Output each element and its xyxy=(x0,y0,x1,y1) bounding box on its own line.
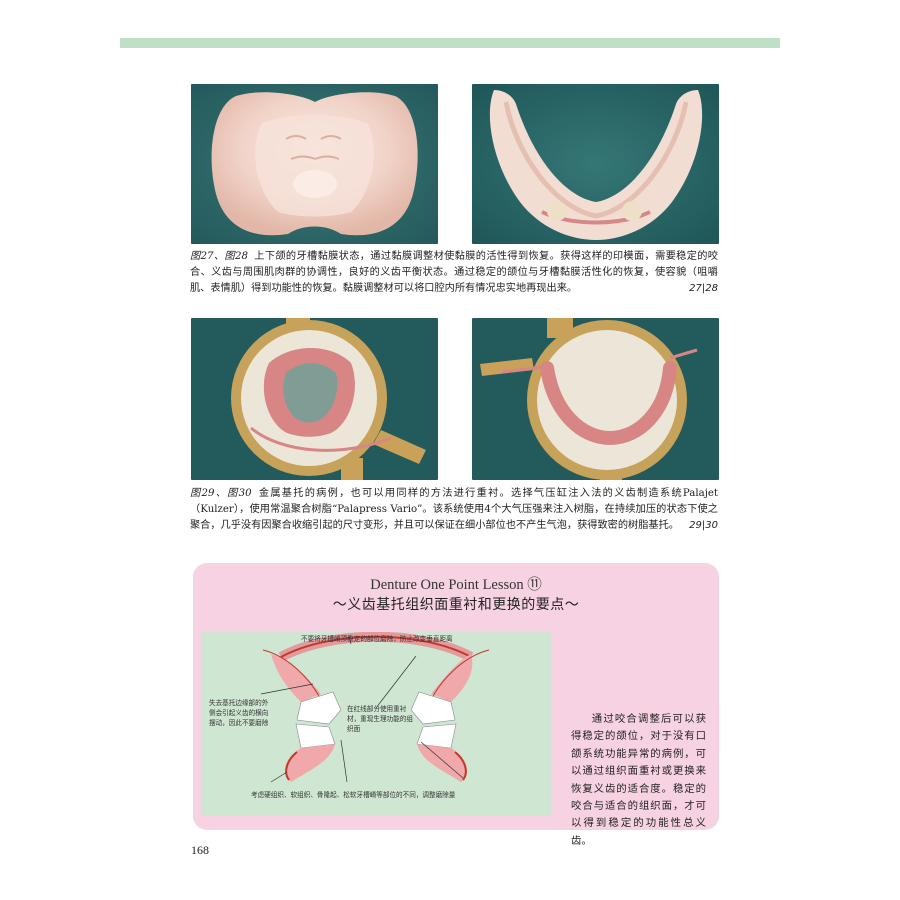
caption-label: 图29、图30 xyxy=(190,488,252,499)
figure-27-photo xyxy=(191,84,438,244)
diagram-label-center: 在红线部分使用重衬材，重现生理功能的组织面 xyxy=(347,705,413,733)
lesson-subtitle: ～义齿基托组织面重衬和更换的要点～ xyxy=(332,597,580,613)
diagram-label-left: 失去基托边缘部的外侧会引起义齿的横向摆动，因此不要磨除 xyxy=(209,699,269,727)
figure-28-photo xyxy=(472,84,719,244)
diagram-label-top: 不要将牙槽嵴顶稳定的部位磨除，防止改变垂直距离 xyxy=(301,635,453,643)
lower-denture-image xyxy=(472,84,719,244)
denture-cross-section-diagram: 不要将牙槽嵴顶稳定的部位磨除，防止改变垂直距离 失去基托边缘部的外侧会引起义齿的… xyxy=(201,632,551,816)
one-point-lesson-box: Denture One Point Lesson ⑪ ～义齿基托组织面重衬和更换… xyxy=(193,563,719,847)
page-number: 168 xyxy=(191,843,209,857)
lesson-title: Denture One Point Lesson ⑪ xyxy=(370,577,542,593)
figure-29-photo xyxy=(191,318,438,480)
flask-upper-image xyxy=(191,318,438,480)
figure-ref: 29|30 xyxy=(689,520,718,532)
caption-text: 金属基托的病例，也可以用同样的方法进行重衬。选择气压缸注入法的义齿制造系统Pal… xyxy=(190,488,718,532)
diagram-drawing xyxy=(260,632,490,783)
caption-label: 图27、图28 xyxy=(190,251,248,262)
caption-text: 上下颌的牙槽黏膜状态，通过黏膜调整材使黏膜的活性得到恢复。获得这样的印模面，需要… xyxy=(190,251,718,295)
diagram-label-bottom: 考虑硬组织、软组织、骨隆起、松软牙槽嵴等部位的不同，调整磨除量 xyxy=(251,791,456,799)
figure-ref: 27|28 xyxy=(689,283,718,295)
header-color-bar xyxy=(120,38,780,48)
upper-denture-image xyxy=(191,84,438,244)
flask-lower-image xyxy=(472,318,719,480)
lesson-body-text: 通过咬合调整后可以获得稳定的颌位，对于没有口颌系统功能异常的病例，可以通过组织面… xyxy=(571,713,706,847)
figure-30-photo xyxy=(472,318,719,480)
